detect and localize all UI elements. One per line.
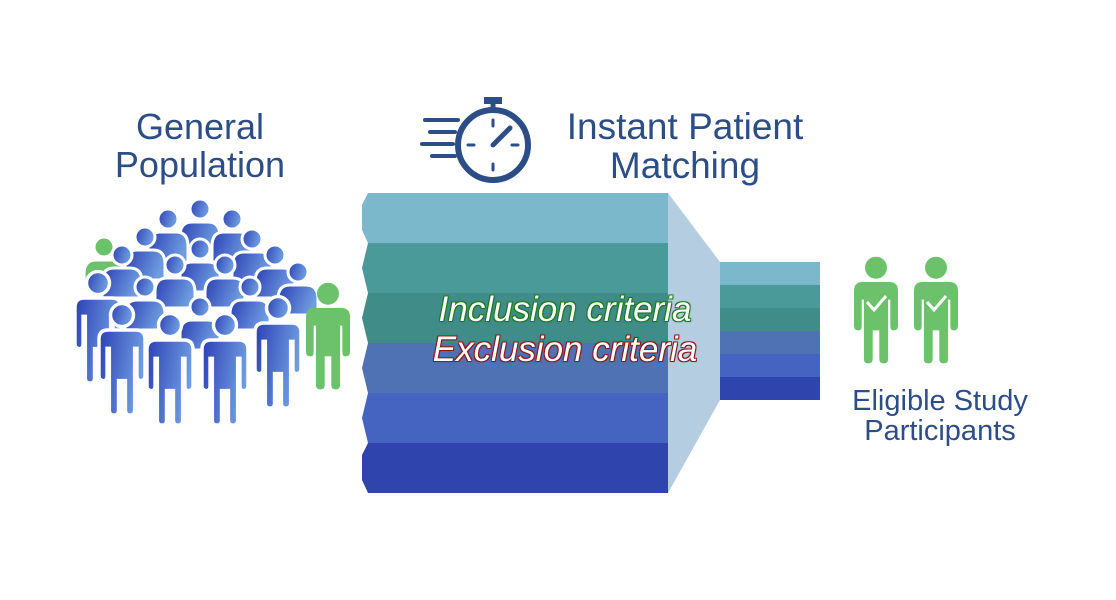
checked-person-icon bbox=[854, 256, 958, 364]
general-population-label: General Population bbox=[114, 106, 286, 185]
crowd-icon bbox=[73, 197, 350, 427]
stopwatch-icon bbox=[420, 97, 531, 183]
funnel-icon bbox=[362, 193, 820, 493]
eligible-participants-label: Eligible Study Participants bbox=[852, 385, 1028, 448]
instant-matching-label: Instant Patient Matching bbox=[566, 106, 804, 186]
exclusion-criteria-label: Exclusion criteria bbox=[432, 330, 698, 369]
inclusion-criteria-label: Inclusion criteria bbox=[438, 290, 692, 329]
